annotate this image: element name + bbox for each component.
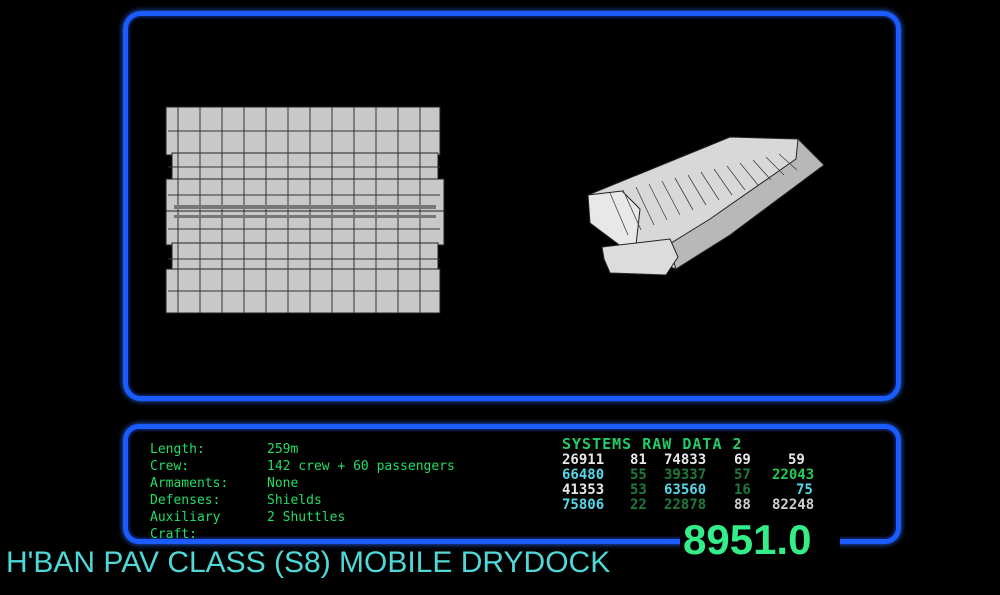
spec-row-defenses: Defenses: Shields: [150, 492, 455, 509]
spec-label: Armaments:: [150, 476, 229, 491]
top-view-schematic: [165, 106, 445, 314]
raw-data-cell: 55: [630, 467, 647, 483]
spec-row-armaments: Armaments: None: [150, 475, 455, 492]
spec-row-crew: Crew: 142 crew + 60 passengers: [150, 458, 455, 475]
spec-value: Shields: [267, 493, 322, 508]
raw-data-cell: 74833: [664, 452, 707, 468]
raw-data-cell: 66480: [562, 467, 605, 483]
info-panel: [123, 424, 901, 544]
raw-data-row: 26911 81 74833 69 59: [562, 453, 842, 468]
stardate-readout: 8951.0: [683, 516, 812, 563]
raw-data-cell: 75: [796, 482, 813, 498]
raw-data-cell: 69: [734, 452, 751, 468]
raw-data-row: 66480 55 39337 57 22043: [562, 468, 842, 483]
vessel-title: H'BAN PAV CLASS (S8) MOBILE DRYDOCK: [6, 546, 611, 579]
raw-data-cell: 39337: [664, 467, 707, 483]
raw-data-row: 75806 22 22878 88 82248: [562, 498, 842, 513]
raw-data-cell: 59: [788, 452, 805, 468]
spec-value: 259m: [267, 442, 299, 457]
raw-data-cell: 22878: [664, 497, 707, 513]
spec-label: Defenses:: [150, 493, 221, 508]
raw-data-row: 41353 53 63560 16 75: [562, 483, 842, 498]
spec-value: None: [267, 476, 299, 491]
raw-data-cell: 75806: [562, 497, 605, 513]
schematic-viewport: [123, 11, 901, 401]
perspective-view-schematic: [587, 136, 825, 276]
spec-label: Crew:: [150, 459, 190, 474]
raw-data-title: SYSTEMS RAW DATA 2: [562, 435, 743, 453]
spec-value: 142 crew + 60 passengers: [267, 459, 455, 474]
spec-row-length: Length: 259m: [150, 441, 455, 458]
raw-data-cell: 16: [734, 482, 751, 498]
raw-data-cell: 53: [630, 482, 647, 498]
spec-label: Length:: [150, 442, 205, 457]
spec-label: Auxiliary Craft:: [150, 510, 221, 542]
raw-data-cell: 26911: [562, 452, 605, 468]
spec-row-auxiliary-craft: Auxiliary Craft: 2 Shuttles: [150, 509, 455, 543]
raw-data-cell: 82248: [772, 497, 815, 513]
raw-data-cell: 88: [734, 497, 751, 513]
raw-data-grid: 26911 81 74833 69 59 66480 55 39337 57 2…: [562, 453, 842, 513]
raw-data-cell: 22043: [772, 467, 815, 483]
spec-list: Length: 259m Crew: 142 crew + 60 passeng…: [150, 441, 455, 543]
raw-data-cell: 22: [630, 497, 647, 513]
raw-data-cell: 57: [734, 467, 751, 483]
raw-data-cell: 63560: [664, 482, 707, 498]
raw-data-cell: 41353: [562, 482, 605, 498]
spec-value: 2 Shuttles: [267, 510, 346, 525]
raw-data-cell: 81: [630, 452, 647, 468]
